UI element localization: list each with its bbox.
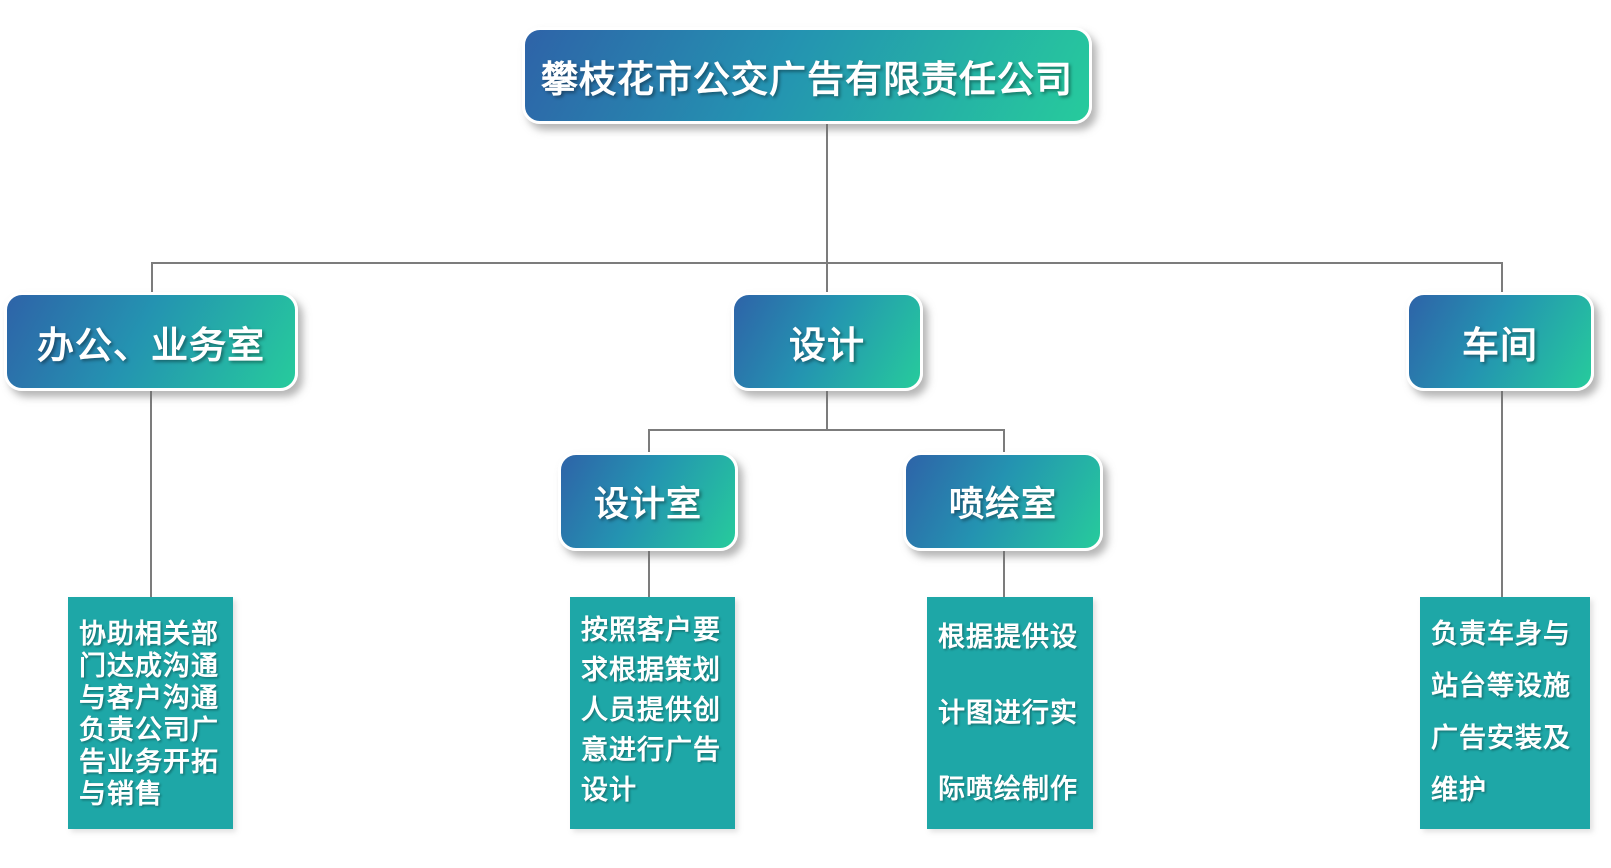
description-office: 协助相关部 门达成沟通 与客户沟通 负责公司广 告业务开拓 与销售: [68, 597, 233, 829]
dept-node-office: 办公、业务室: [4, 292, 298, 391]
dept-label-design-room: 设计室: [593, 485, 702, 524]
dept-label-spray-room: 喷绘室: [948, 485, 1057, 524]
dept-node-design-room: 设计室: [558, 452, 738, 551]
dept-label-design: 设计: [789, 324, 865, 366]
connector-root-trunk: [826, 124, 828, 264]
connector-workshop-description: [1501, 391, 1503, 599]
connector-drop-office: [151, 262, 153, 294]
dept-node-spray-room: 喷绘室: [903, 452, 1103, 551]
connector-drop-design-room: [648, 429, 650, 454]
connector-office-description: [150, 391, 152, 599]
dept-node-workshop: 车间: [1406, 292, 1594, 391]
connector-design-trunk: [826, 391, 828, 431]
description-spray-room: 根据提供设 计图进行实 际喷绘制作: [927, 597, 1093, 829]
connector-drop-spray-room: [1003, 429, 1005, 454]
dept-label-workshop: 车间: [1462, 324, 1538, 366]
connector-level2-horizontal: [648, 429, 1005, 431]
connector-design-room-description: [648, 551, 650, 599]
dept-label-office: 办公、业务室: [37, 324, 265, 366]
connector-drop-workshop: [1501, 262, 1503, 294]
dept-node-design: 设计: [731, 292, 923, 391]
description-workshop: 负责车身与 站台等设施 广告安装及 维护: [1420, 597, 1590, 829]
connector-spray-room-description: [1003, 551, 1005, 599]
org-root-label: 攀枝花市公交广告有限责任公司: [541, 58, 1073, 100]
org-root-node: 攀枝花市公交广告有限责任公司: [522, 27, 1092, 124]
connector-drop-design: [826, 262, 828, 294]
description-design-room: 按照客户要 求根据策划 人员提供创 意进行广告 设计: [570, 597, 735, 829]
